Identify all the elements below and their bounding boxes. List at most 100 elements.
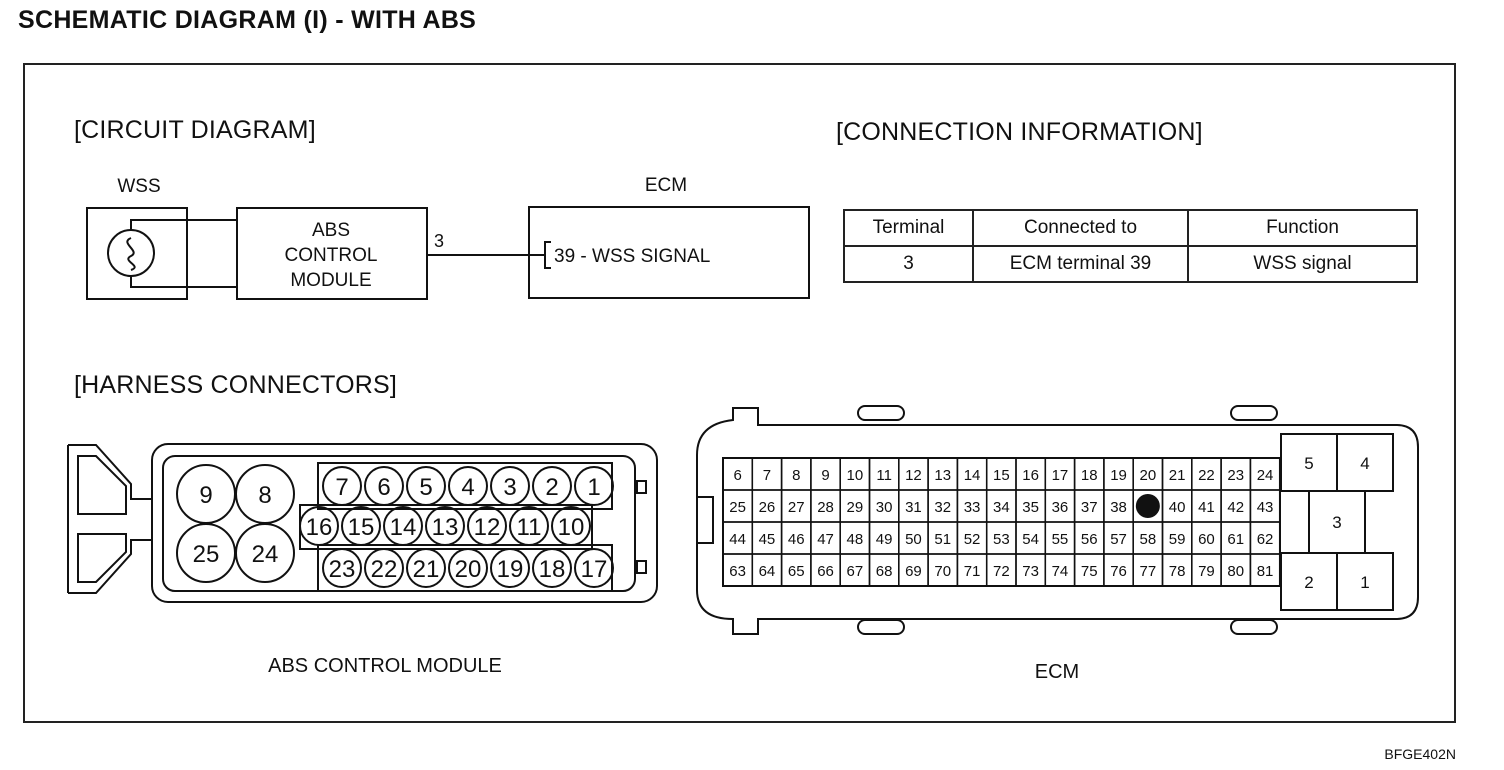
ecm-power-pins: [1280, 433, 1394, 611]
ecm-pin: 72: [985, 553, 1017, 587]
ecm-pin: 81: [1249, 553, 1281, 587]
ecm-pin: 18: [1073, 457, 1105, 491]
abs-pin-label: 10: [558, 514, 585, 541]
abs-pin-label: 19: [497, 556, 524, 583]
abs-module-line-1: ABS: [312, 220, 350, 241]
ecm-pin-label: 54: [1022, 531, 1039, 548]
ecm-pin: 79: [1191, 553, 1222, 587]
ecm-pin: 38: [1103, 489, 1134, 523]
abs-pin-label: 8: [258, 482, 271, 509]
ecm-pin-label: 38: [1110, 499, 1127, 516]
connection-information-heading: [CONNECTION INFORMATION]: [836, 118, 1203, 146]
cell-connected-to: ECM terminal 39: [972, 245, 1189, 283]
ecm-pin: 71: [956, 553, 988, 587]
ecm-pin: 77: [1132, 553, 1164, 587]
table-row: 3 ECM terminal 39 WSS signal: [843, 245, 1418, 283]
abs-pin-label: 11: [517, 514, 542, 541]
abs-pin: 25: [176, 523, 236, 583]
ecm-pin: 43: [1249, 489, 1281, 523]
ecm-pin-label: 41: [1198, 499, 1215, 516]
ecm-pin: 27: [780, 489, 812, 523]
abs-pin-label: 13: [432, 514, 459, 541]
ecm-pin-label: 76: [1110, 563, 1127, 580]
ecm-signal-label: 39 - WSS SIGNAL: [554, 246, 710, 267]
ecm-pin-label: 75: [1081, 563, 1098, 580]
ecm-pin: 10: [839, 457, 871, 491]
ecm-pin: 62: [1249, 521, 1281, 555]
page-title: SCHEMATIC DIAGRAM (I) - WITH ABS: [18, 6, 477, 34]
abs-pin: 17: [574, 548, 614, 588]
ecm-pin: 24: [1249, 457, 1281, 491]
ecm-pin-label: 50: [905, 531, 922, 548]
abs-pin: 12: [467, 506, 507, 546]
abs-pin-label: 17: [581, 556, 608, 583]
abs-pin: 2: [532, 466, 572, 506]
cell-terminal: 3: [843, 245, 974, 283]
header-terminal: Terminal: [843, 209, 974, 247]
ecm-pin-label: 43: [1257, 499, 1274, 516]
abs-pin: 7: [322, 466, 362, 506]
ecm-pin: 50: [898, 521, 929, 555]
ecm-pin: 11: [868, 457, 900, 491]
abs-pin-label: 23: [329, 556, 356, 583]
ecm-pin: 44: [722, 521, 754, 555]
ecm-pin-label: 29: [847, 499, 864, 516]
abs-pin: 19: [490, 548, 530, 588]
ecm-pin: 67: [839, 553, 871, 587]
abs-pin-label: 18: [539, 556, 566, 583]
abs-pin-label: 21: [413, 556, 440, 583]
abs-pin: 4: [448, 466, 488, 506]
abs-pin-label: 4: [461, 474, 474, 501]
abs-pin: 10: [551, 506, 591, 546]
ecm-pin: 64: [751, 553, 783, 587]
ecm-pin-highlighted: [1132, 489, 1164, 523]
ecm-pin: 28: [810, 489, 841, 523]
ecm-pin-label: 53: [993, 531, 1010, 548]
ecm-pin: 76: [1103, 553, 1134, 587]
ecm-pin: 70: [927, 553, 959, 587]
ecm-pin: 59: [1161, 521, 1193, 555]
harness-connectors-heading: [HARNESS CONNECTORS]: [74, 371, 398, 399]
ecm-pin-label: 74: [1052, 563, 1069, 580]
header-connected-to: Connected to: [972, 209, 1189, 247]
ecm-pin-label: 19: [1110, 467, 1127, 484]
ecm-pin-label: 6: [733, 467, 741, 484]
circuit-diagram-heading: [CIRCUIT DIAGRAM]: [74, 116, 316, 144]
ecm-pin: 55: [1044, 521, 1076, 555]
ecm-pin: 17: [1044, 457, 1076, 491]
ecm-pin: 49: [868, 521, 900, 555]
abs-pin-label: 12: [474, 514, 501, 541]
ecm-pin: 40: [1161, 489, 1193, 523]
ecm-pin: 42: [1220, 489, 1252, 523]
ecm-pin-label: 32: [934, 499, 951, 516]
ecm-pin-label: 67: [847, 563, 864, 580]
ecm-pin-label: 8: [792, 467, 800, 484]
abs-pin: 11: [509, 506, 549, 546]
ecm-pin-label: 37: [1081, 499, 1098, 516]
ecm-pin-label: 25: [729, 499, 746, 516]
cell-function: WSS signal: [1187, 245, 1418, 283]
ecm-pin: 66: [810, 553, 841, 587]
ecm-pin: 32: [927, 489, 959, 523]
ecm-pin-label: 12: [905, 467, 922, 484]
ecm-pin-label: 62: [1257, 531, 1274, 548]
ecm-pin: 30: [868, 489, 900, 523]
ecm-pin: 73: [1015, 553, 1047, 587]
ecm-pin-label: 15: [993, 467, 1010, 484]
ecm-pin: 56: [1073, 521, 1105, 555]
ecm-pin-label: 11: [876, 467, 892, 484]
ecm-box: [528, 206, 810, 299]
ecm-pin: 16: [1015, 457, 1047, 491]
ecm-pin-label: 61: [1227, 531, 1244, 548]
ecm-pin: 45: [751, 521, 783, 555]
abs-module-line-2: CONTROL: [285, 245, 378, 266]
ecm-pin-label: 51: [934, 531, 951, 548]
ecm-pin: 46: [780, 521, 812, 555]
ecm-pin-label: 73: [1022, 563, 1039, 580]
abs-pin-label: 25: [193, 541, 220, 568]
ecm-pin-label: 16: [1022, 467, 1039, 484]
abs-terminal-number: 3: [434, 231, 444, 251]
abs-module-line-3: MODULE: [290, 270, 371, 291]
ecm-pin-label: 28: [817, 499, 834, 516]
